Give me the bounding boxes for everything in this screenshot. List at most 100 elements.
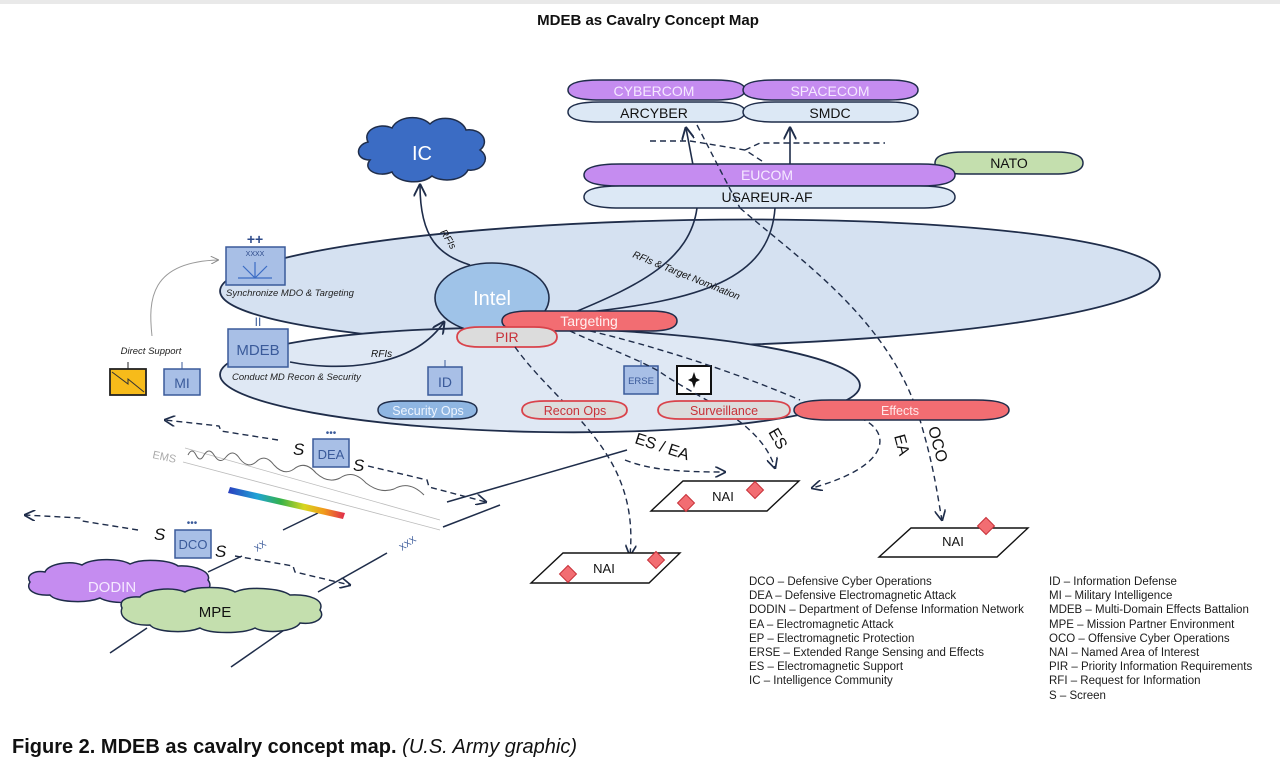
- legend-item: NAI – Named Area of Interest: [1049, 647, 1200, 660]
- sync-mdo-label: Synchronize MDO & Targeting: [226, 288, 355, 299]
- mpe-cloud[interactable]: MPE: [120, 586, 323, 634]
- ea-label: EA: [890, 433, 912, 458]
- dco-screen-right-dashed: [234, 555, 350, 585]
- legend-item: OCO – Offensive Cyber Operations: [1049, 632, 1230, 645]
- wave-line: [187, 450, 425, 496]
- nai-area-left[interactable]: NAI: [529, 550, 682, 584]
- targeting-to-effects-dashed: [589, 330, 801, 401]
- intel-to-ic-arrow: [420, 185, 471, 266]
- rfis-mdeb-label: RFIs: [371, 349, 392, 360]
- conduct-recon-label: Conduct MD Recon & Security: [232, 372, 362, 383]
- effects-node[interactable]: Effects: [793, 399, 1010, 421]
- eucom-node[interactable]: EUCOM: [583, 163, 956, 187]
- mdeb-to-intel-arrow: [289, 322, 444, 368]
- mi-label: MI: [174, 375, 190, 391]
- eucom-to-arcyber-arrow: [686, 128, 693, 166]
- ems-spectrum-graphic: EMS: [151, 447, 441, 531]
- lightning-icon: [111, 371, 145, 393]
- sensor-star-icon: [688, 372, 700, 388]
- legend-item: DODIN – Department of Defense Informatio…: [749, 604, 1024, 617]
- es-label: ES: [765, 426, 790, 453]
- dea-screen-left-dashed: [165, 420, 279, 441]
- caption-credit: (U.S. Army graphic): [402, 736, 577, 758]
- eucom-label: EUCOM: [741, 167, 793, 183]
- nai-center-label: NAI: [712, 489, 734, 504]
- dea-dots: •••: [326, 428, 337, 439]
- signal-unit-symbol[interactable]: [109, 362, 147, 396]
- xx-label: XX: [252, 539, 268, 554]
- targeting-to-sensor-dashed: [569, 330, 775, 468]
- mdeb-symbol[interactable]: II MDEB: [227, 315, 289, 368]
- legend-item: MDEB – Multi-Domain Effects Battalion: [1049, 604, 1249, 617]
- figure-caption: Figure 2. MDEB as cavalry concept map. (…: [12, 736, 577, 759]
- boundary-line-xxx: [317, 552, 388, 593]
- legend-item: ES – Electromagnetic Support: [749, 661, 904, 674]
- arcyber-to-usareur-dashed: [696, 124, 741, 209]
- recon-ops-label: Recon Ops: [544, 404, 607, 418]
- dea-screen-left: S: [293, 440, 305, 459]
- nato-label: NATO: [990, 155, 1028, 171]
- effects-to-nai-ea-dashed: [812, 417, 881, 488]
- targeting-label: Targeting: [560, 313, 618, 329]
- coordination-dashed-line: [650, 140, 766, 164]
- pir-node[interactable]: PIR: [456, 326, 558, 348]
- direct-support-arrow: [150, 260, 218, 337]
- spacecom-node[interactable]: SPACECOM: [742, 79, 919, 101]
- nai-right-label: NAI: [942, 534, 964, 549]
- usareur-to-targeting-line-1: [574, 207, 698, 313]
- target-diamond-icon: [558, 564, 578, 584]
- id-label: ID: [438, 374, 452, 390]
- nai-area-center[interactable]: NAI: [649, 480, 801, 513]
- ems-label: EMS: [151, 449, 177, 466]
- ic-label: IC: [412, 143, 432, 165]
- ic-cloud[interactable]: IC: [357, 116, 486, 183]
- legend-item: ID – Information Defense: [1049, 576, 1177, 588]
- usareur-to-nai-oco-dashed: [739, 207, 942, 520]
- boundary-line-bottom-left: [109, 627, 148, 654]
- recon-ops-node[interactable]: Recon Ops: [521, 400, 628, 420]
- multi-domain-arrows-icon: [238, 262, 272, 279]
- legend-item: DCO – Defensive Cyber Operations: [749, 576, 932, 588]
- smdc-label: SMDC: [809, 105, 850, 121]
- smdc-node[interactable]: SMDC: [742, 101, 919, 123]
- erse-label: ERSE: [628, 376, 654, 387]
- usareur-to-targeting-line-2: [579, 207, 776, 314]
- mdeb-label: MDEB: [236, 342, 279, 359]
- boundary-line-xx-lower: [207, 555, 243, 573]
- dea-label: DEA: [318, 447, 345, 462]
- boundary-line-ems: [442, 504, 501, 528]
- concept-map: MDEB as Cavalry Concept Map CYBERCOM SPA…: [0, 12, 1161, 668]
- caption-title: Figure 2. MDEB as cavalry concept map.: [12, 736, 397, 758]
- legend-right-column: ID – Information Defense MI – Military I…: [1049, 575, 1252, 703]
- dco-dots: •••: [187, 518, 198, 529]
- cybercom-node[interactable]: CYBERCOM: [567, 79, 746, 101]
- dea-unit-symbol[interactable]: ••• DEA: [312, 428, 350, 468]
- target-diamond-icon: [976, 516, 996, 536]
- usareur-af-node[interactable]: USAREUR-AF: [583, 185, 956, 209]
- usareur-af-label: USAREUR-AF: [721, 189, 812, 205]
- legend-item: ERSE – Extended Range Sensing and Effect…: [749, 647, 985, 660]
- target-diamond-icon: [745, 480, 765, 500]
- cybercom-label: CYBERCOM: [614, 83, 695, 99]
- corps-hq-symbol[interactable]: ++ XXXX: [225, 231, 286, 286]
- dco-label: DCO: [179, 537, 208, 552]
- nai-area-right[interactable]: NAI: [877, 516, 1030, 558]
- nato-node[interactable]: NATO: [934, 151, 1084, 175]
- dco-unit-symbol[interactable]: ••• DCO: [174, 518, 212, 559]
- arcyber-label: ARCYBER: [620, 105, 688, 121]
- erse-unit-symbol[interactable]: ERSE: [623, 360, 659, 395]
- direct-support-label: Direct Support: [121, 346, 182, 357]
- id-unit-symbol[interactable]: ID: [427, 360, 463, 396]
- surveillance-node[interactable]: Surveillance: [657, 400, 791, 420]
- coordination-dashed-line-2: [744, 142, 885, 151]
- legend-item: IC – Intelligence Community: [749, 675, 893, 688]
- arcyber-node[interactable]: ARCYBER: [567, 101, 746, 123]
- mi-unit-symbol[interactable]: MI: [163, 362, 201, 396]
- xxx-label: XXX: [397, 534, 417, 553]
- target-diamond-icon: [676, 493, 696, 513]
- dco-screen-left: S: [154, 525, 166, 544]
- security-ops-node[interactable]: Security Ops: [377, 400, 478, 420]
- spectrum-bar: [228, 487, 345, 519]
- pir-to-nai-esea-dashed: [624, 459, 725, 472]
- sensor-symbol[interactable]: [676, 365, 712, 395]
